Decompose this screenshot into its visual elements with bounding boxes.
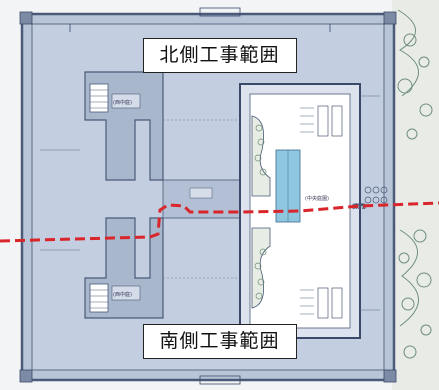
svg-text:(東門): (東門) xyxy=(352,203,366,210)
west-wing-north: (西中庭) xyxy=(84,71,164,181)
east-gate-markers: (東門) xyxy=(352,186,388,210)
dimension-lines xyxy=(40,95,380,311)
south-construction-area-label: 南側工事範囲 xyxy=(142,324,297,359)
svg-text:(西中庭): (西中庭) xyxy=(113,291,132,298)
corner-pillars xyxy=(19,11,397,383)
svg-text:(中央庭園): (中央庭園) xyxy=(305,195,329,202)
central-courtyard-building: (中央庭園) xyxy=(239,83,361,339)
gate-details xyxy=(69,7,331,385)
svg-text:(西中庭): (西中庭) xyxy=(113,99,132,106)
north-construction-area-label: 北側工事範囲 xyxy=(142,38,297,73)
west-wing-south: (西中庭) xyxy=(84,217,164,319)
east-greenery xyxy=(392,0,439,390)
construction-boundary-line xyxy=(0,201,439,243)
